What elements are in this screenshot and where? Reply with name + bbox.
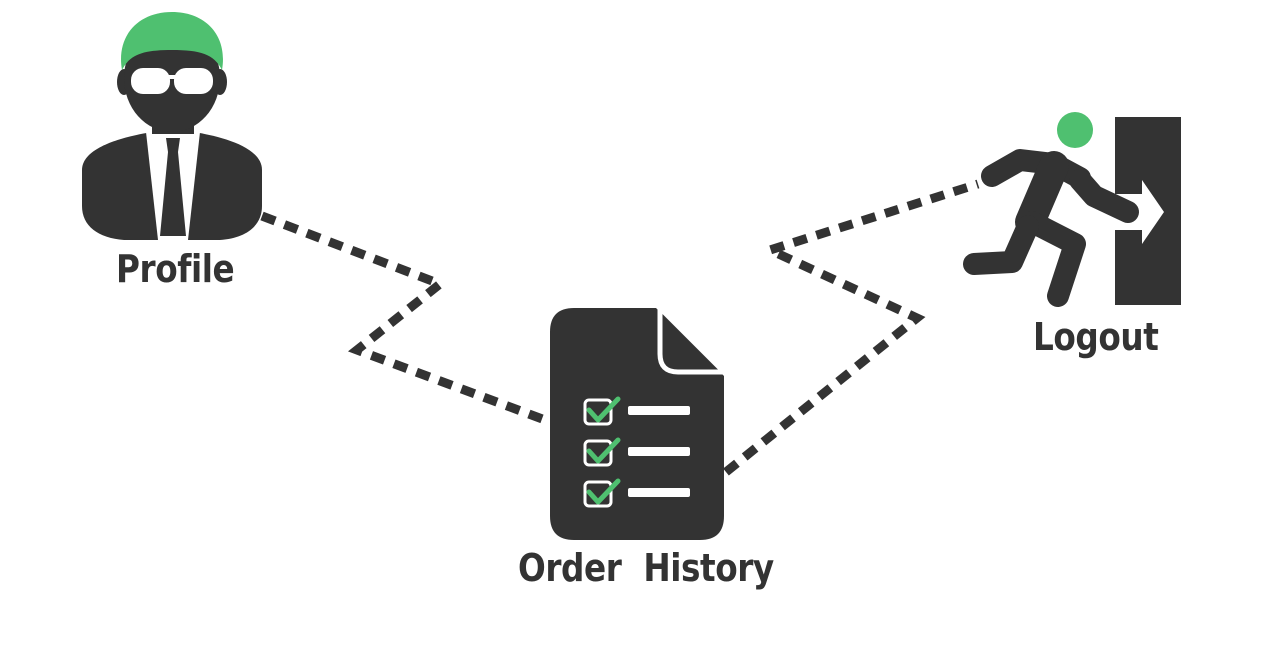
order-history-label[interactable]: Order History [518,546,774,590]
checklist-row-2 [583,437,690,467]
checklist-row-1 [583,396,690,426]
connector-order-history-to-logout [723,179,980,476]
checklist-row-3 [583,478,690,508]
connector-profile-to-order-history [260,211,547,425]
logout-label[interactable]: Logout [1033,315,1159,359]
checklist-document-icon[interactable] [550,305,727,540]
exit-running-person-icon[interactable] [963,112,1181,307]
profile-label[interactable]: Profile [116,247,235,291]
profile-icon[interactable] [82,12,262,240]
